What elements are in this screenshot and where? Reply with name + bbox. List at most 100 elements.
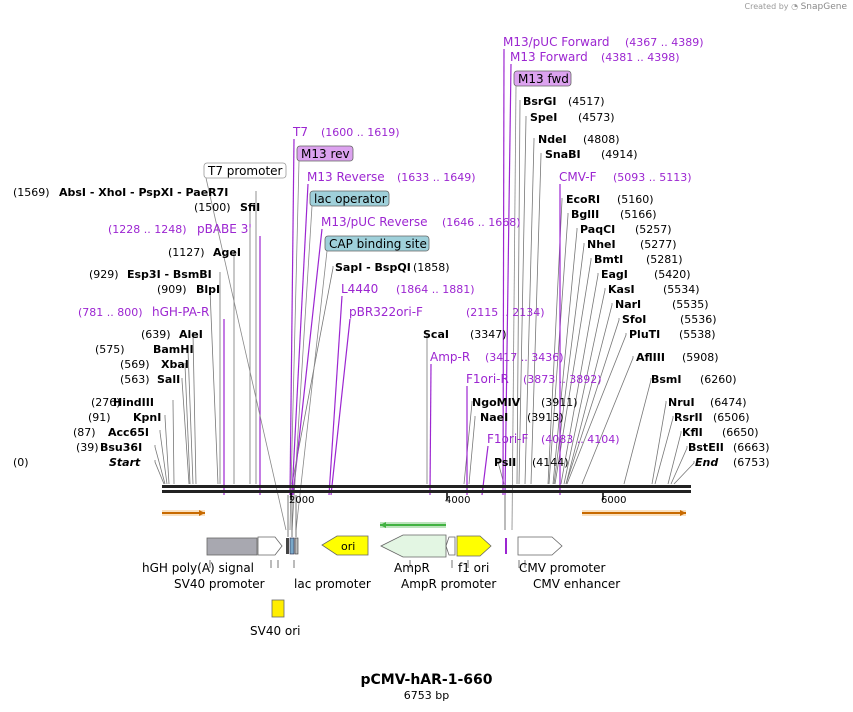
enzyme-site-nrui[interactable]: NruI(6474) [668,396,747,409]
enzyme-position: (5908) [682,351,719,364]
enzyme-site-psli[interactable]: PslI(4144) [494,456,569,469]
enzyme-site-sfii[interactable]: SfiI(1500) [194,201,260,214]
primer-amp-r[interactable]: Amp-R(3417 .. 3436) [430,350,564,364]
enzyme-site-bglii[interactable]: BglII(5166) [571,208,657,221]
feature-lac-promoter[interactable] [286,537,299,555]
box-label-cap-binding-site[interactable]: CAP binding site [324,235,430,252]
enzyme-site-rsrii[interactable]: RsrII(6506) [674,411,750,424]
primer-pbabe-3[interactable]: pBABE 3'(1228 .. 1248) [108,222,252,236]
enzyme-position: (569) [120,358,150,371]
enzyme-name: BmtI [594,253,623,266]
enzyme-site-sfoi[interactable]: SfoI(5536) [622,313,717,326]
primer-range: (5093 .. 5113) [613,171,692,184]
feature-sv40-promoter[interactable] [257,536,283,556]
enzyme-site-hindiii[interactable]: HindIII(276) [91,396,154,409]
primer-m13-forward[interactable]: M13 Forward(4381 .. 4398) [510,50,680,64]
primer-pbr322ori-f[interactable]: pBR322ori-F(2115 .. 2134) [349,305,545,319]
snapgene-credit: Created by ◔ SnapGene [744,2,848,12]
enzyme-site-kasi[interactable]: KasI(5534) [608,283,700,296]
primer-range: (1600 .. 1619) [321,126,400,139]
enzyme-name: BglII [571,208,599,221]
primer-cmv-f[interactable]: CMV-F(5093 .. 5113) [559,170,692,184]
enzyme-name: NheI [587,238,616,251]
primer-range: (4367 .. 4389) [625,36,704,49]
enzyme-site-kfli[interactable]: KflI(6650) [682,426,759,439]
feature-f1-ori[interactable] [456,535,492,557]
primer-name: M13 Reverse [307,170,385,184]
enzyme-site-bsmi[interactable]: BsmI(6260) [651,373,737,386]
enzyme-site-nari[interactable]: NarI(5535) [615,298,709,311]
enzyme-name: PluTI [629,328,660,341]
enzyme-site-xbai[interactable]: XbaI(569) [120,358,189,371]
enzyme-site-ndei[interactable]: NdeI(4808) [538,133,620,146]
enzyme-site-ecori[interactable]: EcoRI(5160) [566,193,654,206]
enzyme-site-esp3i-bsmbi[interactable]: Esp3I - BsmBI(929) [89,268,212,281]
feature-label: lac promoter [294,577,371,591]
primer-l4440[interactable]: L4440(1864 .. 1881) [341,282,475,296]
enzyme-site-sali[interactable]: SalI(563) [120,373,180,386]
enzyme-site-kpni[interactable]: KpnI(91) [88,411,161,424]
box-label-lac-operator[interactable]: lac operator [309,190,390,207]
primer-range: (1228 .. 1248) [108,223,187,236]
enzyme-site-bsu36i[interactable]: Bsu36I(39) [76,441,142,454]
enzyme-site-absi-xhoi-pspxi-paer7i[interactable]: (1569)AbsI - XhoI - PspXI - PaeR7I [13,186,228,199]
feature-label: CMV enhancer [533,577,620,591]
enzyme-name: SpeI [530,111,557,124]
feature-ori[interactable]: ori [321,535,369,556]
primer-f1ori-f[interactable]: F1ori-F(4083 .. 4104) [487,432,620,446]
enzyme-position: (3911) [541,396,578,409]
box-label-m13-rev[interactable]: M13 rev [296,145,354,162]
enzyme-position: (5420) [654,268,691,281]
sequence-line [162,485,691,493]
enzyme-site-scai[interactable]: ScaI(3347) [423,328,507,341]
feature-cmv-enhancer[interactable] [505,538,507,554]
primer-name: M13/pUC Reverse [321,215,428,229]
enzyme-site-naei[interactable]: NaeI(3913) [480,411,564,424]
primer-m13-reverse[interactable]: M13 Reverse(1633 .. 1649) [307,170,476,184]
box-label-m13-fwd[interactable]: M13 fwd [513,70,572,87]
enzyme-position: (5257) [635,223,672,236]
enzyme-site-nhei[interactable]: NheI(5277) [587,238,677,251]
enzyme-site-afliii[interactable]: AflIII(5908) [636,351,719,364]
direction-arrow [380,522,446,528]
enzyme-name: NgoMIV [472,396,521,409]
enzyme-site-snabi[interactable]: SnaBI(4914) [545,148,638,161]
box-label-t7-promoter[interactable]: T7 promoter [203,162,287,179]
primer-f1ori-r[interactable]: F1ori-R(3873 .. 3892) [466,372,602,386]
enzyme-site-alei[interactable]: AleI(639) [141,328,203,341]
feature-inline-label: ori [341,540,355,553]
primer-m13-puc-forward[interactable]: M13/pUC Forward (4367 .. 4389) [503,35,704,49]
enzyme-site-bsteii[interactable]: BstEII(6663) [688,441,770,454]
enzyme-site-end[interactable]: End(6753) [695,456,770,469]
feature-cmv-promoter[interactable] [517,536,563,556]
primer-name: M13/pUC Forward [503,35,610,49]
enzyme-site-pluti[interactable]: PluTI(5538) [629,328,716,341]
enzyme-site-blpi[interactable]: BlpI(909) [157,283,220,296]
enzyme-name: AleI [179,328,203,341]
enzyme-position: (909) [157,283,187,296]
enzyme-site-start[interactable]: Start(0) [13,456,141,469]
primer-name: L4440 [341,282,378,296]
enzyme-site-ngomiv[interactable]: NgoMIV (3911) [472,396,578,409]
enzyme-site-paqci[interactable]: PaqCI(5257) [580,223,672,236]
enzyme-site-spei[interactable]: SpeI(4573) [530,111,615,124]
primer-hgh-pa-r[interactable]: hGH-PA-R(781 .. 800) [78,305,209,319]
enzyme-site-sapi-bspqi[interactable]: SapI - BspQI(1858) [335,261,450,274]
feature-ampr[interactable] [380,534,447,558]
enzyme-site-acc65i[interactable]: Acc65I(87) [73,426,149,439]
feature-ampr-promoter[interactable] [445,536,456,556]
enzyme-position: (1569) [13,186,50,199]
box-label-text: M13 fwd [518,72,569,86]
enzyme-site-bamhi[interactable]: BamHI(575) [95,343,194,356]
primer-t7[interactable]: T7(1600 .. 1619) [292,125,400,139]
enzyme-site-eagi[interactable]: EagI(5420) [601,268,691,281]
primer-m13-puc-reverse[interactable]: M13/pUC Reverse(1646 .. 1668) [321,215,521,229]
enzyme-site-bmti[interactable]: BmtI(5281) [594,253,683,266]
feature-hgh-poly-a-signal[interactable] [206,537,258,556]
enzyme-name: BsrGI [523,95,556,108]
enzyme-name: NaeI [480,411,508,424]
enzyme-site-bsrgi[interactable]: BsrGI(4517) [523,95,605,108]
feature-sv40-ori[interactable] [271,599,285,618]
enzyme-name: SalI [157,373,180,386]
enzyme-site-agei[interactable]: AgeI(1127) [168,246,241,259]
